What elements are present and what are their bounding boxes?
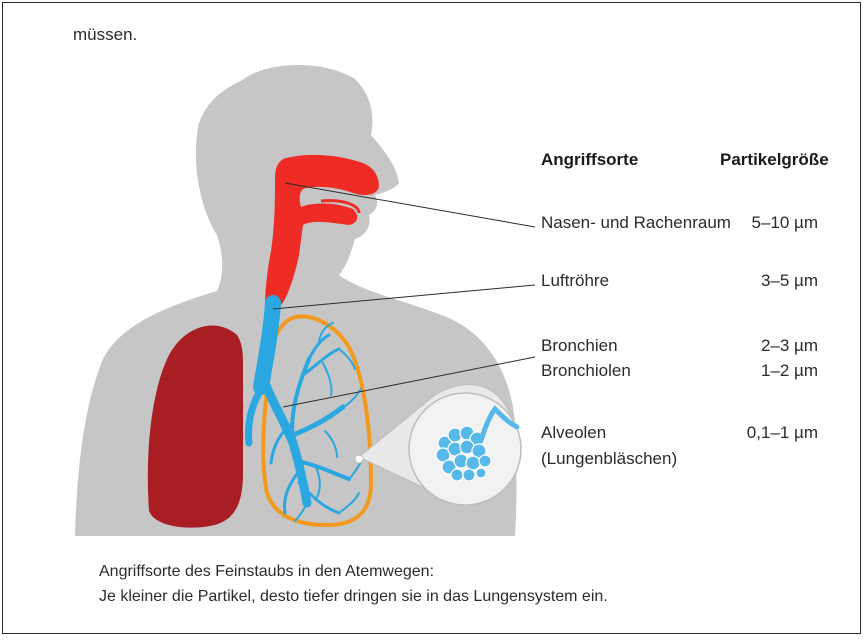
magnifier-origin-dot: [355, 455, 363, 463]
caption-line-1: Angriffsorte des Feinstaubs in den Atemw…: [99, 563, 434, 581]
size-bronchioles: 1–2 µm: [761, 361, 818, 381]
site-alveoli: Alveolen: [541, 423, 606, 443]
respiratory-illustration: [3, 3, 865, 641]
diagram-frame: müssen.: [2, 2, 861, 634]
caption-line-2: Je kleiner die Partikel, desto tiefer dr…: [99, 588, 608, 606]
size-alveoli: 0,1–1 µm: [747, 423, 818, 443]
site-trachea: Luftröhre: [541, 271, 609, 291]
site-nasal-pharynx: Nasen- und Rachenraum: [541, 213, 731, 233]
size-bronchi: 2–3 µm: [761, 336, 818, 356]
header-particle-size: Partikelgröße: [720, 150, 829, 170]
site-alveoli-subtitle: (Lungenbläschen): [541, 449, 677, 469]
site-bronchioles: Bronchiolen: [541, 361, 631, 381]
header-attack-sites: Angriffsorte: [541, 150, 638, 170]
site-bronchi: Bronchien: [541, 336, 618, 356]
size-trachea: 3–5 µm: [761, 271, 818, 291]
size-nasal-pharynx: 5–10 µm: [752, 213, 819, 233]
